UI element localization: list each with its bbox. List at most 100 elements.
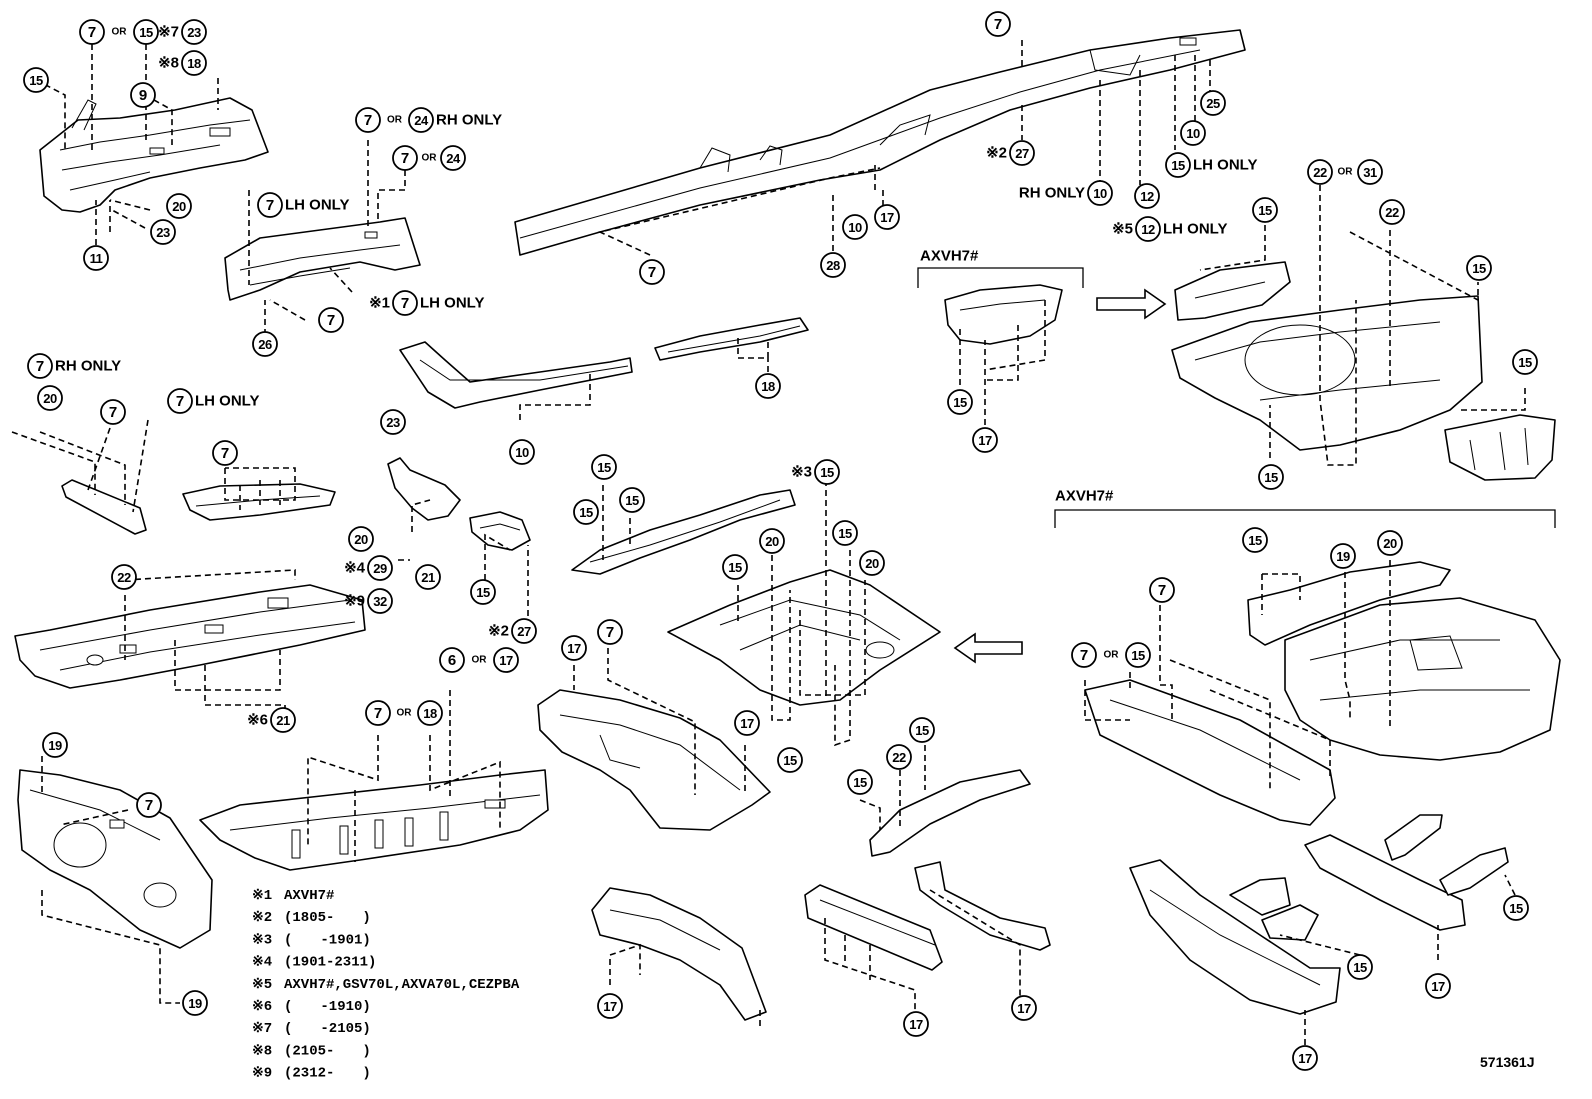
callout-11[interactable]: 11 — [83, 245, 109, 271]
callout-17[interactable]: 17 — [1011, 995, 1037, 1021]
callout-28[interactable]: 28 — [820, 252, 846, 278]
callout-15[interactable]: 15 — [619, 487, 645, 513]
callout-15[interactable]: 15 — [591, 454, 617, 480]
callout-7[interactable]: 7 — [355, 107, 381, 133]
callout-7[interactable]: 7 — [365, 700, 391, 726]
callout-number: 17 — [1431, 979, 1445, 994]
callout-32[interactable]: 32※9 — [344, 588, 393, 614]
callout-17[interactable]: 17 — [561, 635, 587, 661]
callout-7[interactable]: 7 — [597, 619, 623, 645]
callout-17[interactable]: 17 — [903, 1011, 929, 1037]
callout-15[interactable]: 15 — [133, 19, 159, 45]
callout-15[interactable]: 15 — [1347, 954, 1373, 980]
callout-17[interactable]: 17 — [734, 710, 760, 736]
callout-10[interactable]: 10 — [842, 214, 868, 240]
callout-17[interactable]: 17 — [1292, 1045, 1318, 1071]
callout-27[interactable]: 27※2 — [986, 140, 1035, 166]
callout-15[interactable]: 15 — [23, 67, 49, 93]
callout-20[interactable]: 20 — [1377, 530, 1403, 556]
callout-18[interactable]: 18※8 — [158, 50, 207, 76]
callout-29[interactable]: 29※4 — [344, 555, 393, 581]
part-side-member-rail — [514, 29, 1246, 256]
callout-7[interactable]: 7 — [1071, 642, 1097, 668]
callout-15[interactable]: 15 — [722, 554, 748, 580]
callout-10[interactable]: 10 — [1180, 120, 1206, 146]
callout-23[interactable]: 23 — [150, 219, 176, 245]
callout-7[interactable]: 7 — [100, 399, 126, 425]
callout-22[interactable]: 22 — [886, 744, 912, 770]
callout-6[interactable]: 6 — [439, 647, 465, 673]
callout-ring — [318, 307, 344, 333]
callout-15[interactable]: 15 — [1242, 527, 1268, 553]
callout-number: 7 — [176, 393, 184, 410]
callout-number: 17 — [1017, 1001, 1031, 1016]
callout-12[interactable]: 12 — [1134, 183, 1160, 209]
callout-21[interactable]: 21※6 — [247, 707, 296, 733]
callout-15[interactable]: 15 — [470, 579, 496, 605]
callout-23[interactable]: 23 — [380, 409, 406, 435]
callout-15[interactable]: 15 — [1258, 464, 1284, 490]
callout-18[interactable]: 18 — [417, 700, 443, 726]
callout-19[interactable]: 19 — [42, 732, 68, 758]
callout-18[interactable]: 18 — [755, 373, 781, 399]
callout-15[interactable]: 15 — [1512, 349, 1538, 375]
callout-15[interactable]: 15※3 — [791, 459, 840, 485]
callout-19[interactable]: 19 — [182, 990, 208, 1016]
callout-24[interactable]: 24 — [440, 145, 466, 171]
callout-17[interactable]: 17 — [1425, 973, 1451, 999]
callout-20[interactable]: 20 — [759, 528, 785, 554]
callout-7[interactable]: 7 — [985, 11, 1011, 37]
callout-15[interactable]: 15 — [1466, 255, 1492, 281]
callout-31[interactable]: 31 — [1357, 159, 1383, 185]
callout-15[interactable]: 15 — [1252, 197, 1278, 223]
footnote-text: (2312- ) — [284, 1066, 371, 1082]
callout-ring — [1125, 642, 1151, 668]
callout-15[interactable]: 15 — [777, 747, 803, 773]
callout-15[interactable]: 15 — [847, 769, 873, 795]
callout-7[interactable]: 7 — [136, 792, 162, 818]
callout-15[interactable]: 15 — [573, 499, 599, 525]
callout-17[interactable]: 17 — [493, 647, 519, 673]
callout-22[interactable]: 22 — [1307, 159, 1333, 185]
callout-20[interactable]: 20 — [348, 526, 374, 552]
callout-7[interactable]: 7 — [392, 145, 418, 171]
callout-20[interactable]: 20 — [37, 385, 63, 411]
callout-7[interactable]: 7 — [212, 440, 238, 466]
callout-10[interactable]: 10 — [509, 439, 535, 465]
callout-23[interactable]: 23※7 — [158, 19, 207, 45]
callout-7[interactable]: 7 — [79, 19, 105, 45]
callout-15[interactable]: 15 — [909, 717, 935, 743]
callout-22[interactable]: 22 — [111, 564, 137, 590]
callout-ring — [355, 107, 381, 133]
callout-22[interactable]: 22 — [1379, 199, 1405, 225]
callout-number: 25 — [1206, 96, 1220, 111]
callout-19[interactable]: 19 — [1330, 543, 1356, 569]
callout-17[interactable]: 17 — [597, 993, 623, 1019]
callout-15[interactable]: 15 — [832, 520, 858, 546]
callout-17[interactable]: 17 — [972, 427, 998, 453]
callout-25[interactable]: 25 — [1200, 90, 1226, 116]
callout-26[interactable]: 26 — [252, 331, 278, 357]
callout-7[interactable]: 7 — [1149, 577, 1175, 603]
callout-15[interactable]: 15 — [947, 389, 973, 415]
callout-number: 23 — [187, 25, 201, 40]
callout-21[interactable]: 21 — [415, 564, 441, 590]
callout-20[interactable]: 20 — [859, 550, 885, 576]
callout-20[interactable]: 20 — [166, 193, 192, 219]
callout-17[interactable]: 17 — [874, 204, 900, 230]
callout-15[interactable]: 15 — [1125, 642, 1151, 668]
callout-9[interactable]: 9 — [130, 82, 156, 108]
callout-7[interactable]: 7 — [318, 307, 344, 333]
callout-7[interactable]: 7 — [639, 259, 665, 285]
callout-15[interactable]: 15 — [1503, 895, 1529, 921]
callout-27[interactable]: 27※2 — [488, 618, 537, 644]
